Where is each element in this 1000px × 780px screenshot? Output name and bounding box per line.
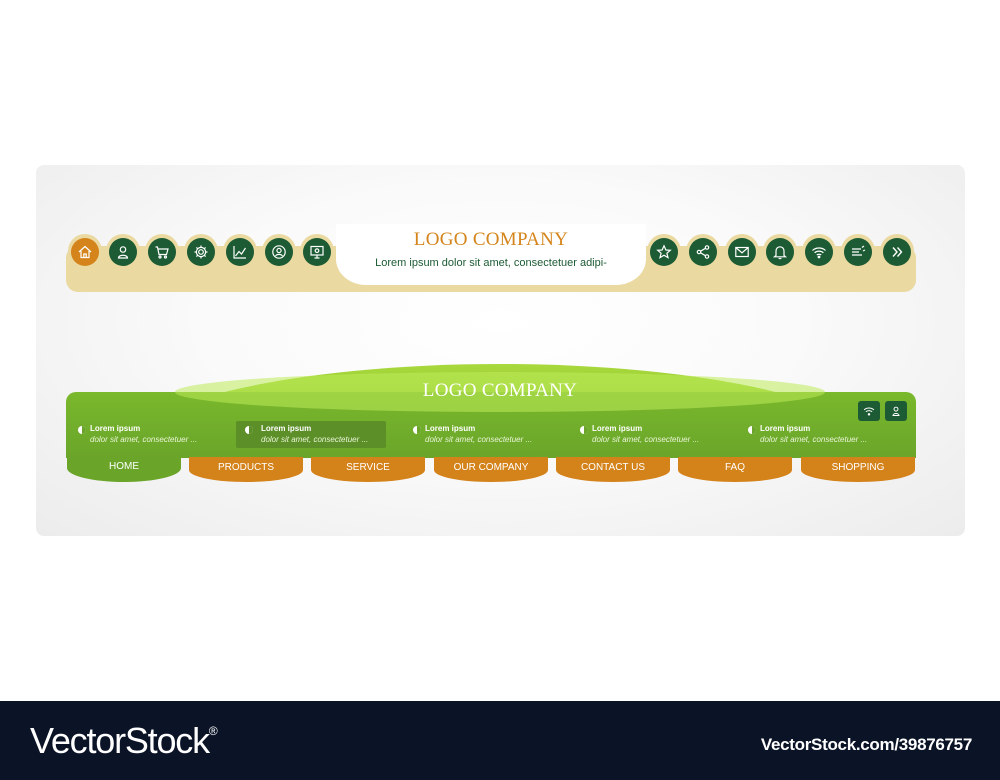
footer-bar [0, 701, 1000, 780]
user-icon[interactable] [885, 401, 907, 421]
presentation-icon[interactable] [303, 238, 331, 266]
brand-logo[interactable]: VectorStock® [30, 720, 218, 762]
star-icon[interactable] [650, 238, 678, 266]
info-item[interactable]: Lorem ipsum dolor sit amet, consectetuer… [413, 421, 563, 448]
info-item[interactable]: Lorem ipsum dolor sit amet, consectetuer… [580, 421, 730, 448]
info-title: Lorem ipsum [760, 424, 811, 433]
info-text: dolor sit amet, consectetuer ... [261, 435, 369, 444]
half-circle-icon [748, 426, 756, 434]
header1-logo: LOGO COMPANY [413, 229, 569, 250]
nav-faq[interactable]: FAQ [678, 457, 792, 482]
registered-mark: ® [208, 724, 218, 738]
nav-our-company[interactable]: OUR COMPANY [434, 457, 548, 482]
share-icon[interactable] [689, 238, 717, 266]
header1-logo-area [336, 224, 646, 285]
double-chevron-right-icon[interactable] [883, 238, 911, 266]
wifi-icon[interactable] [858, 401, 880, 421]
brand-name: VectorStock [30, 720, 210, 761]
info-title: Lorem ipsum [261, 424, 312, 433]
info-text: dolor sit amet, consectetuer ... [425, 435, 533, 444]
header1-tagline: Lorem ipsum dolor sit amet, consectetuer… [375, 257, 607, 269]
nav-shopping[interactable]: SHOPPING [801, 457, 915, 482]
header2-logo: LOGO COMPANY [422, 380, 578, 401]
half-circle-icon [78, 426, 86, 434]
info-text: dolor sit amet, consectetuer ... [592, 435, 700, 444]
gear-icon[interactable] [187, 238, 215, 266]
info-title: Lorem ipsum [90, 424, 141, 433]
half-circle-icon [580, 426, 588, 434]
info-text: dolor sit amet, consectetuer ... [90, 435, 198, 444]
mail-icon[interactable] [728, 238, 756, 266]
nav-contact-us[interactable]: CONTACT US [556, 457, 670, 482]
chart-icon[interactable] [226, 238, 254, 266]
info-item-active[interactable]: Lorem ipsum dolor sit amet, consectetuer… [236, 421, 386, 448]
nav-service[interactable]: SERVICE [311, 457, 425, 482]
half-circle-icon [245, 426, 253, 434]
info-title: Lorem ipsum [592, 424, 643, 433]
home-icon[interactable] [71, 238, 99, 266]
cart-icon[interactable] [148, 238, 176, 266]
half-circle-icon [413, 426, 421, 434]
nav-home[interactable]: HOME [67, 455, 181, 482]
wifi-icon[interactable] [805, 238, 833, 266]
bell-icon[interactable] [766, 238, 794, 266]
image-id: VectorStock.com/39876757 [760, 735, 972, 754]
contact-icon[interactable] [265, 238, 293, 266]
user-icon[interactable] [109, 238, 137, 266]
info-item[interactable]: Lorem ipsum dolor sit amet, consectetuer… [78, 421, 228, 448]
list-icon[interactable] [844, 238, 872, 266]
info-text: dolor sit amet, consectetuer ... [760, 435, 868, 444]
header2-glow [175, 372, 825, 412]
nav-products[interactable]: PRODUCTS [189, 457, 303, 482]
info-title: Lorem ipsum [425, 424, 476, 433]
info-item[interactable]: Lorem ipsum dolor sit amet, consectetuer… [748, 421, 898, 448]
